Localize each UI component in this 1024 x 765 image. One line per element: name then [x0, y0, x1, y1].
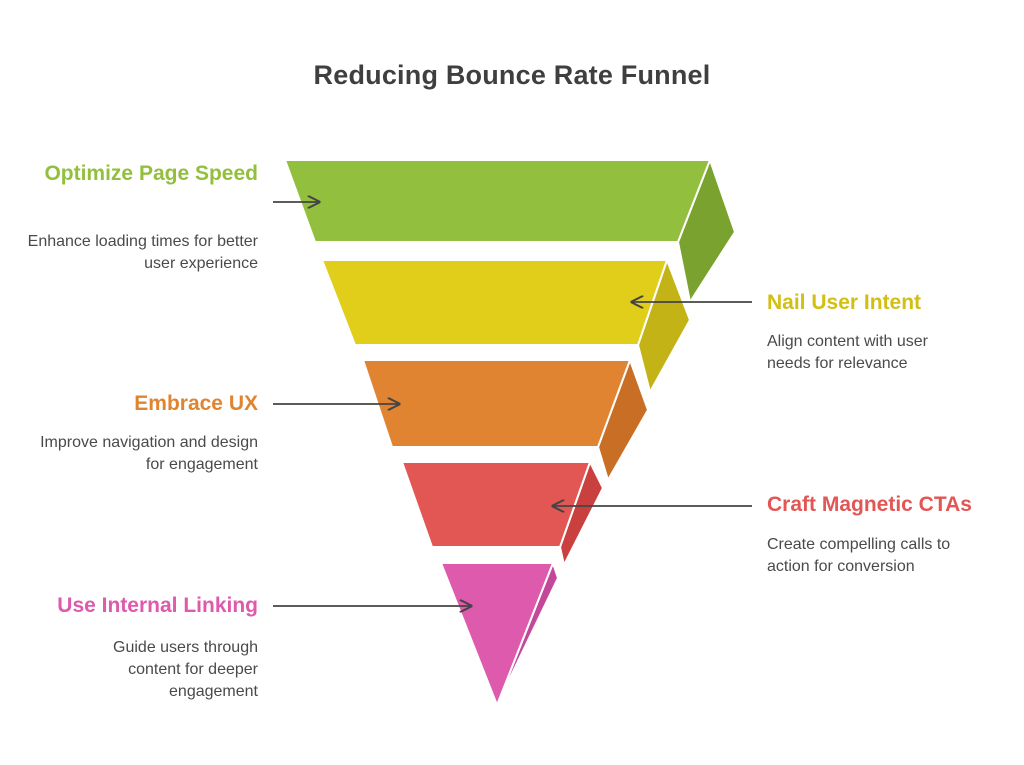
stage-description-embrace-ux: Improve navigation and design for engage… — [40, 434, 258, 473]
stage-label-embrace-ux: Embrace UX — [134, 392, 258, 415]
funnel-stage-use-internal-linking — [439, 560, 560, 708]
stage-label-nail-user-intent: Nail User Intent — [767, 291, 922, 314]
stage-label-craft-magnetic-ctas: Craft Magnetic CTAs — [767, 493, 972, 516]
funnel-stage-nail-user-intent — [320, 257, 692, 395]
stage-description-nail-user-intent: Align content with user needs for releva… — [767, 333, 928, 372]
stage-description-optimize-page-speed: Enhance loading times for better user ex… — [27, 233, 258, 272]
stage-label-use-internal-linking: Use Internal Linking — [57, 594, 258, 617]
stage-label-optimize-page-speed: Optimize Page Speed — [44, 162, 258, 185]
funnel-stage-craft-magnetic-ctas — [400, 459, 605, 568]
diagram-title: Reducing Bounce Rate Funnel — [313, 60, 711, 90]
stage-description-craft-magnetic-ctas: Create compelling calls to action for co… — [767, 536, 951, 575]
funnel-stage-embrace-ux — [361, 357, 650, 483]
stage-description-use-internal-linking: Guide users through content for deeper e… — [113, 639, 258, 700]
